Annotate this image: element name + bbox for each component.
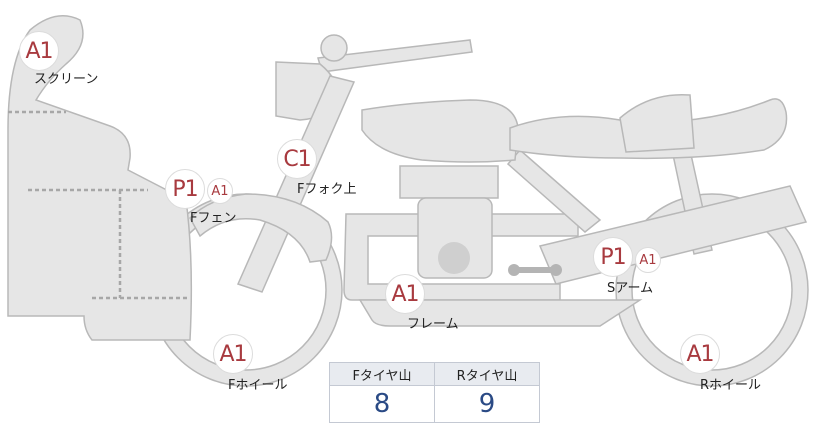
screen-label: スクリーン [34, 72, 99, 87]
lower-frame-shape [358, 299, 643, 327]
rear-wheel-grade-marker[interactable]: A1 [680, 334, 720, 374]
rear-tread-header: Rタイヤ山 [434, 362, 540, 386]
rear-tread-value: 9 [434, 385, 540, 423]
footpeg-end-left [508, 264, 520, 276]
mirror-shape [320, 34, 348, 62]
front-fork-upper-grade-marker[interactable]: C1 [277, 139, 317, 179]
swing-arm-sub-grade-marker[interactable]: A1 [635, 247, 661, 273]
front-wheel-label: Fホイール [228, 378, 288, 393]
tire-tread-value-row: 8 9 [329, 385, 540, 423]
front-fender-shape [189, 193, 333, 263]
swing-arm-grade-marker[interactable]: P1 [593, 237, 633, 277]
fuel-tank-shape [361, 99, 519, 163]
screen-grade-marker[interactable]: A1 [19, 31, 59, 71]
tire-tread-header-row: Fタイヤ山 Rタイヤ山 [329, 362, 540, 386]
swing-arm-label: Sアーム [607, 281, 654, 296]
frame-label: フレーム [407, 317, 459, 332]
frame-shape [343, 213, 579, 301]
screen-shape [7, 15, 193, 341]
front-fender-label: Fフェン [190, 211, 237, 226]
engine-cover-circle [438, 242, 470, 274]
engine-block-shape [417, 197, 493, 279]
tire-tread-table: Fタイヤ山 Rタイヤ山 8 9 [329, 362, 540, 423]
front-tread-value: 8 [329, 385, 435, 423]
frame-grade-marker[interactable]: A1 [385, 274, 425, 314]
front-fork-upper-label: Fフォク上 [297, 182, 357, 197]
front-wheel-grade-marker[interactable]: A1 [213, 334, 253, 374]
footpeg-end-right [550, 264, 562, 276]
rear-wheel-label: Rホイール [700, 378, 762, 393]
tail-cowl-shape [619, 93, 695, 153]
front-fender-sub-grade-marker[interactable]: A1 [207, 178, 233, 204]
engine-head-shape [399, 165, 499, 199]
front-fender-grade-marker[interactable]: P1 [165, 169, 205, 209]
front-tread-header: Fタイヤ山 [329, 362, 435, 386]
